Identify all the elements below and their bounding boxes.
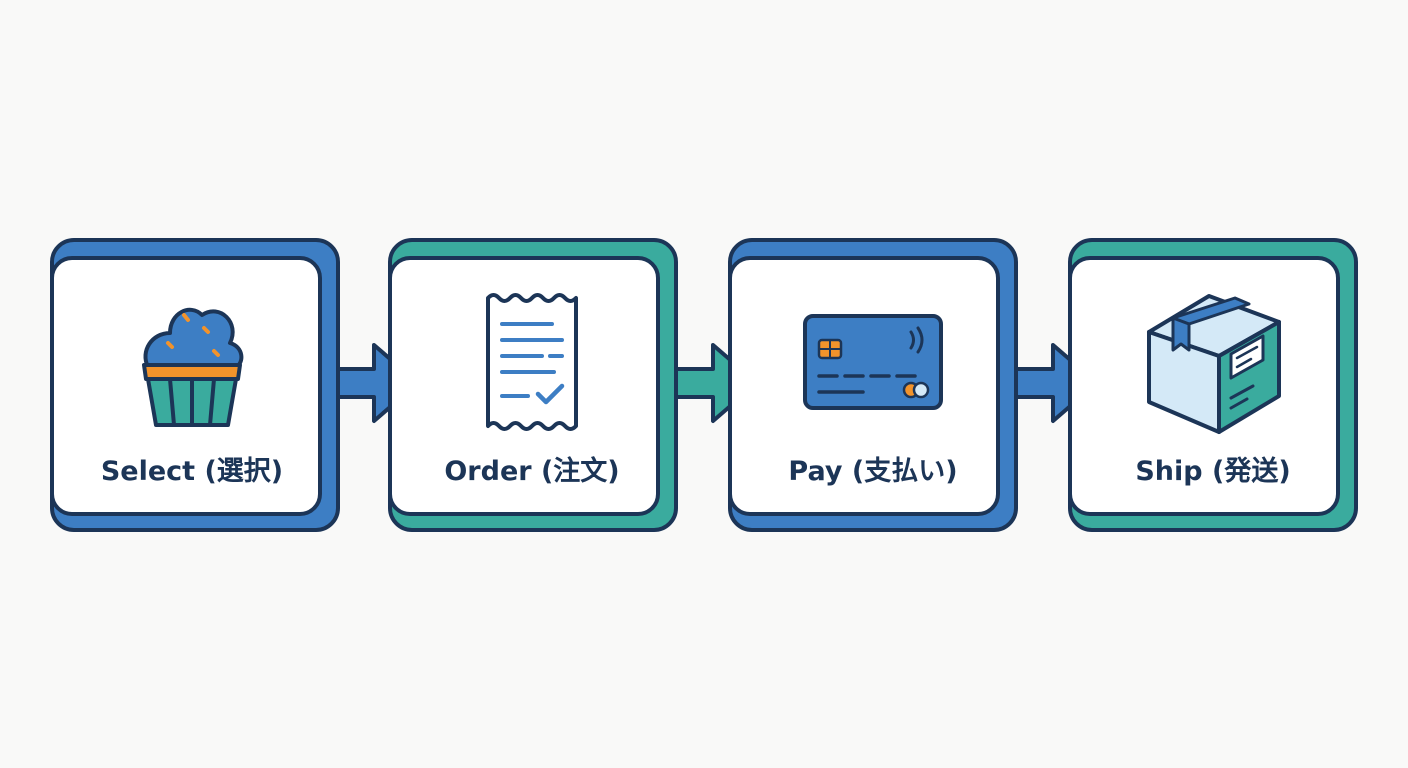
step-card-pay: Pay (支払い) xyxy=(728,238,1018,532)
credit-card-icon xyxy=(803,314,943,410)
step-label-pay: Pay (支払い) xyxy=(788,456,957,487)
step-label-order: Order (注文) xyxy=(444,455,619,487)
step-card-ship: Ship (発送) xyxy=(1068,238,1358,532)
step-card-order: Order (注文) xyxy=(388,238,678,532)
receipt-icon xyxy=(486,293,578,431)
step-card-select: Select (選択) xyxy=(50,238,340,532)
step-label-ship: Ship (発送) xyxy=(1135,456,1290,487)
cupcake-icon xyxy=(142,307,244,427)
step-label-select: Select (選択) xyxy=(101,456,283,487)
box-icon xyxy=(1147,294,1281,434)
